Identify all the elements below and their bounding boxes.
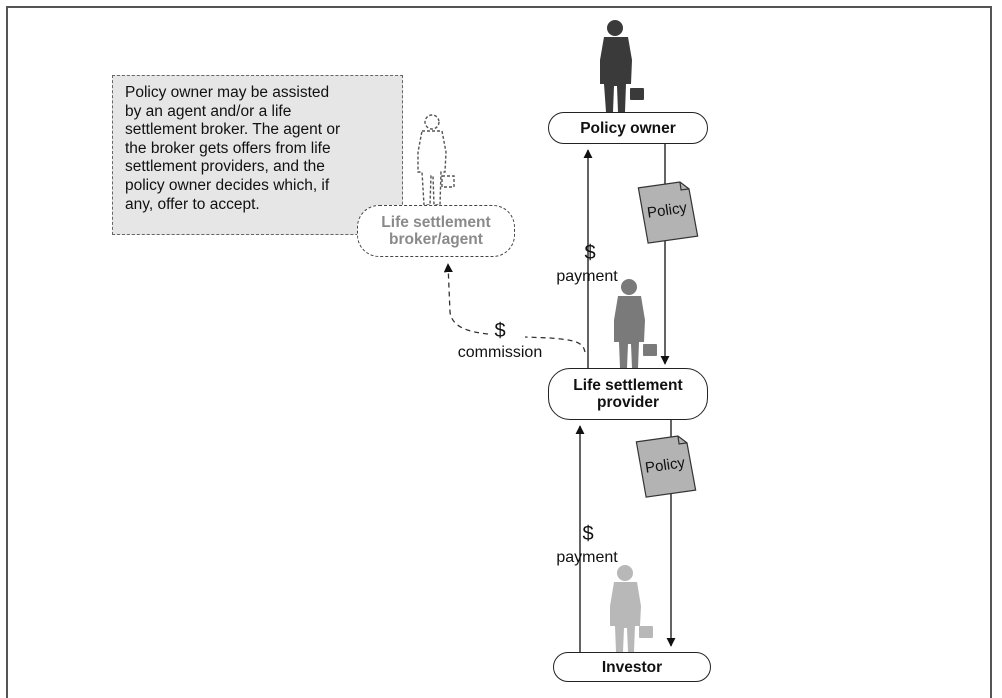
owner-figure-icon: [600, 20, 644, 112]
node-broker-agent: Life settlement broker/agent: [357, 205, 515, 257]
node-policy-owner: Policy owner: [548, 112, 708, 144]
policy-document-bottom-icon: [635, 435, 697, 498]
commission-dollar: $: [494, 320, 506, 342]
payment-top-label: payment: [556, 268, 618, 285]
payment-bottom-label: payment: [556, 549, 618, 566]
policy-document-top-icon: [637, 181, 699, 244]
explanation-note: Policy owner may be assisted by an agent…: [112, 75, 403, 235]
payment-bottom-dollar: $: [582, 523, 594, 545]
arrow-commission-to-broker: [448, 264, 586, 353]
investor-figure-icon: [610, 565, 653, 652]
node-investor: Investor: [553, 652, 711, 682]
diagram-frame: [6, 6, 992, 698]
commission-label: commission: [457, 344, 543, 361]
payment-top-dollar: $: [584, 242, 596, 264]
broker-figure-icon: [417, 114, 455, 206]
node-life-settlement-provider: Life settlement provider: [548, 368, 708, 420]
provider-figure-icon: [614, 279, 657, 368]
